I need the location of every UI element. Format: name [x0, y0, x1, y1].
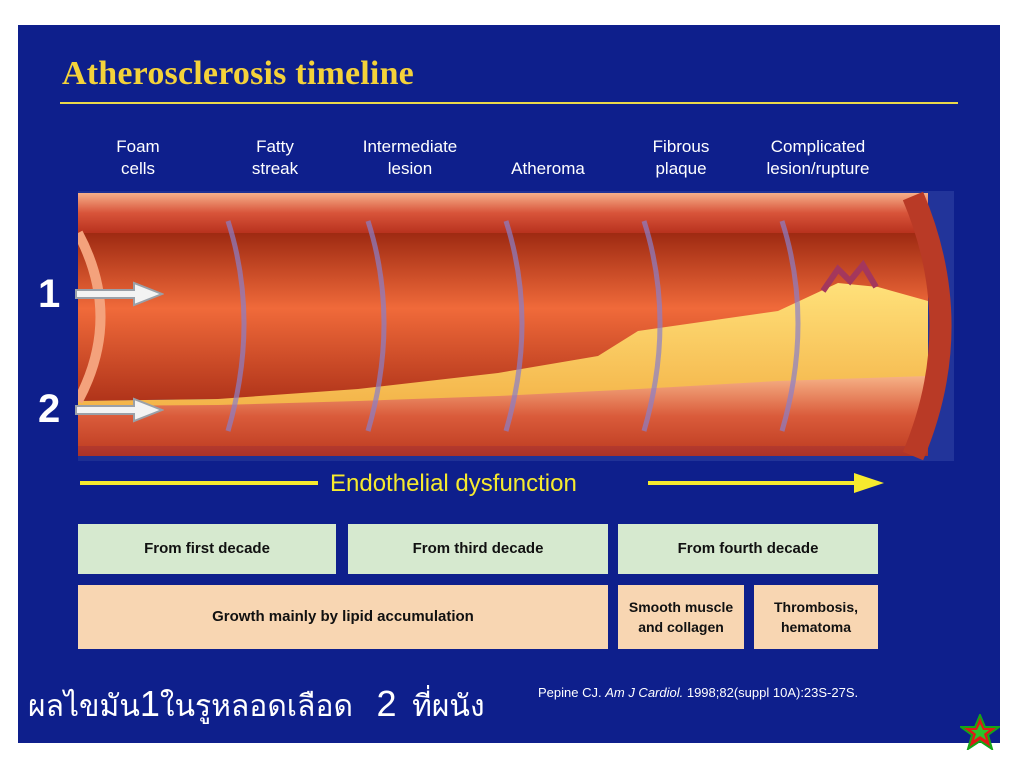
stage-label-fibrous-plaque: Fibrous plaque [652, 137, 710, 178]
stage-label-intermediate-lesion: Intermediate lesion [362, 137, 458, 178]
growth-box-smooth-muscle: Smooth muscle and collagen [618, 585, 744, 649]
citation-details: 1998;82(suppl 10A):23S-27S. [683, 685, 859, 700]
caption-text-2: ในรูหลอดเลือด [159, 689, 353, 724]
marker-2-label: 2 [38, 387, 61, 431]
thai-caption: ผลไขมัน1ในรูหลอดเลือด 2 ที่ผนัง [28, 683, 485, 730]
decade-box-first: From first decade [78, 524, 336, 574]
right-arrow-icon [75, 397, 164, 423]
stage-label-fatty-streak: Fatty streak [251, 137, 299, 178]
caption-number-2: 2 [376, 683, 397, 724]
citation-author: Pepine CJ. [538, 685, 606, 700]
stage-label-atheroma: Atheroma [511, 159, 585, 178]
star-icon[interactable] [960, 714, 1000, 750]
citation: Pepine CJ. Am J Cardiol. 1998;82(suppl 1… [538, 685, 858, 700]
marker-1-label: 1 [38, 272, 61, 316]
stage-label-complicated-lesion: Complicated lesion/rupture [766, 137, 870, 178]
caption-text-3: ที่ผนัง [412, 689, 485, 724]
growth-box-thrombosis: Thrombosis, hematoma [754, 585, 878, 649]
endothelial-dysfunction-label: Endothelial dysfunction [330, 470, 577, 497]
decade-box-third: From third decade [348, 524, 608, 574]
endothelial-arrow-line-left [80, 481, 318, 485]
growth-box-lipid: Growth mainly by lipid accumulation [78, 585, 608, 649]
right-arrow-icon [854, 473, 884, 493]
slide-title: Atherosclerosis timeline [62, 55, 414, 92]
right-arrow-icon [75, 281, 164, 307]
decade-box-fourth: From fourth decade [618, 524, 878, 574]
endothelial-arrow-line-right [648, 481, 858, 485]
citation-journal: Am J Cardiol. [605, 685, 684, 700]
caption-text-1: ผลไขมัน [28, 689, 140, 724]
caption-number-1: 1 [139, 683, 160, 724]
title-underline [60, 102, 958, 104]
slide: Atherosclerosis timeline Foam cells Fatt… [18, 25, 1000, 743]
artery-illustration [78, 191, 954, 461]
stage-label-foam-cells: Foam cells [116, 137, 160, 178]
